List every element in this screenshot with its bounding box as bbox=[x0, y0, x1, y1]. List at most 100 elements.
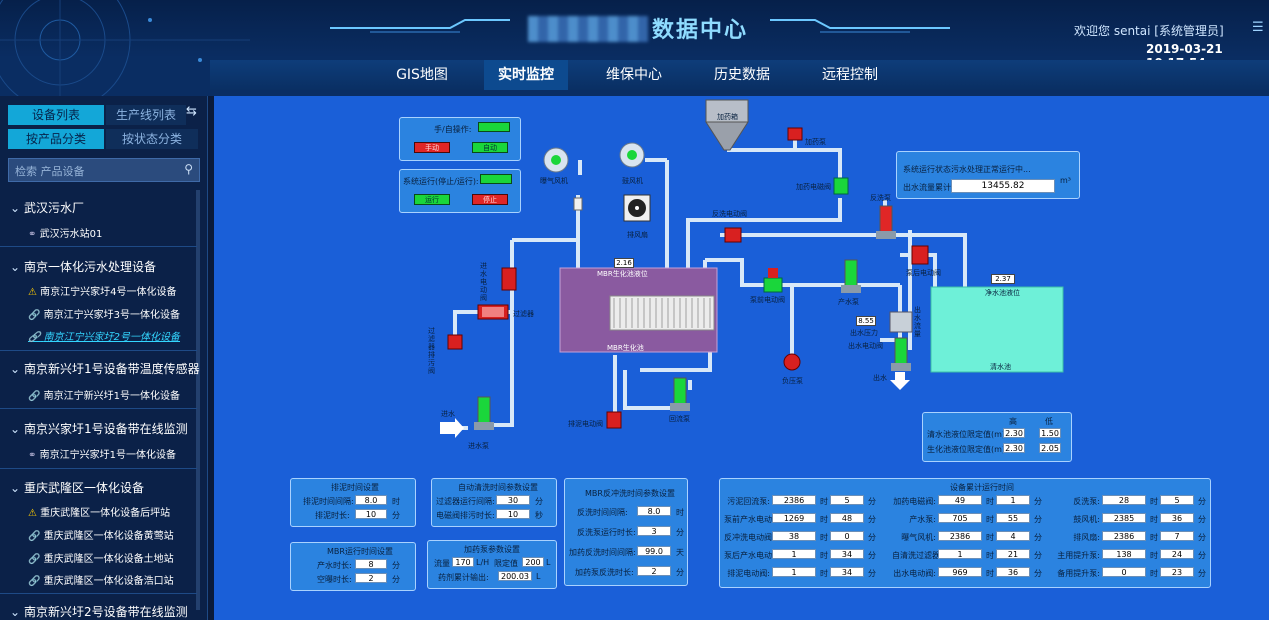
panel-title: 排泥时间设置 bbox=[331, 483, 379, 492]
link-icon: 🔗 bbox=[28, 310, 41, 321]
panel-title: MBR运行时间设置 bbox=[327, 547, 393, 556]
divider bbox=[0, 593, 197, 594]
label-dosing-backwash-interval: 加药反洗时间间隔: bbox=[569, 548, 636, 557]
sludge-interval-input[interactable]: 8.0 bbox=[355, 495, 387, 505]
nav-maintenance[interactable]: 维保中心 bbox=[606, 67, 662, 83]
runtime-minutes: 5 bbox=[830, 495, 864, 505]
nav-remote[interactable]: 远程控制 bbox=[822, 67, 878, 83]
tree-item[interactable]: 🔗 南京江宁兴家圩3号一体化设备 bbox=[28, 310, 181, 321]
unit: 时 bbox=[1150, 551, 1158, 560]
tree-group[interactable]: ⌄南京兴家圩1号设备带在线监测 bbox=[10, 422, 188, 436]
unit: L bbox=[536, 572, 541, 581]
menu-icon[interactable]: ☰ bbox=[1252, 20, 1264, 35]
unit: 分 bbox=[392, 575, 400, 584]
backwash-duration-input[interactable]: 3 bbox=[637, 526, 671, 536]
bio-limit-low[interactable]: 2.05 bbox=[1039, 443, 1061, 453]
unit: 时 bbox=[820, 533, 828, 542]
clean-limit-high[interactable]: 2.30 bbox=[1003, 428, 1025, 438]
idle-aeration-input[interactable]: 2 bbox=[355, 573, 387, 583]
chevron-down-icon: ⌄ bbox=[10, 362, 21, 376]
runtime-minutes: 55 bbox=[996, 513, 1030, 523]
stop-button[interactable]: 停止 bbox=[472, 194, 508, 205]
system-run-indicator bbox=[480, 174, 512, 184]
chevron-down-icon: ⌄ bbox=[10, 260, 21, 274]
tree-item[interactable]: ⚭ 南京江宁兴家圩1号一体化设备 bbox=[28, 450, 176, 461]
tree-item[interactable]: 🔗 重庆武隆区一体化设备土地站 bbox=[28, 554, 174, 565]
runtime-label: 备用提升泵: bbox=[1057, 569, 1100, 578]
tree-item[interactable]: 🔗 南京江宁新兴圩1号一体化设备 bbox=[28, 391, 181, 402]
tree-item[interactable]: 🔗 重庆武隆区一体化设备黄莺站 bbox=[28, 531, 174, 542]
panel-title: 自动清洗时间参数设置 bbox=[458, 483, 538, 492]
panel-title: MBR反冲洗时间参数设置 bbox=[585, 489, 675, 498]
search-input[interactable]: 检索 产品设备 ⚲ bbox=[8, 158, 200, 182]
dosing-flow-input[interactable]: 170 bbox=[452, 557, 474, 567]
label-clean-limit: 清水池液位限定值(m): bbox=[927, 430, 1008, 439]
nav-history[interactable]: 历史数据 bbox=[714, 67, 770, 83]
backwash-interval-input[interactable]: 8.0 bbox=[637, 506, 671, 516]
tree-group[interactable]: ⌄重庆武隆区一体化设备 bbox=[10, 481, 145, 495]
outlet-pump-icon bbox=[891, 337, 911, 371]
tree-item[interactable]: ⚠ 南京江宁兴家圩4号一体化设备 bbox=[28, 287, 177, 298]
state-value: 污水处理正常运行中... bbox=[951, 165, 1031, 174]
manual-button[interactable]: 手动 bbox=[414, 142, 450, 153]
unit: 分 bbox=[392, 511, 400, 520]
dosing-backwash-interval-input[interactable]: 99.0 bbox=[637, 546, 671, 556]
dosing-total-value: 200.03 bbox=[498, 571, 532, 581]
chevron-down-icon: ⌄ bbox=[10, 422, 21, 436]
inlet-pump-icon bbox=[474, 396, 494, 430]
nav-gis[interactable]: GIS地图 bbox=[396, 67, 448, 83]
tree-item-selected[interactable]: 🔗 南京江宁兴家圩2号一体化设备 bbox=[28, 332, 181, 343]
warning-icon: ⚠ bbox=[28, 508, 37, 519]
runtime-minutes: 4 bbox=[996, 531, 1030, 541]
welcome-user[interactable]: 欢迎您 sentai [系统管理员] bbox=[1074, 24, 1224, 38]
search-icon[interactable]: ⚲ bbox=[184, 162, 193, 176]
tab-by-status[interactable]: 按状态分类 bbox=[106, 129, 198, 149]
tree-group[interactable]: ⌄南京一体化污水处理设备 bbox=[10, 260, 157, 274]
label-dosing-total: 药剂累计输出: bbox=[438, 573, 489, 582]
valve-drain-input[interactable]: 10 bbox=[496, 509, 530, 519]
unit: 时 bbox=[392, 497, 400, 506]
tree-group[interactable]: ⌄南京新兴圩2号设备带在线监测 bbox=[10, 605, 188, 619]
label-return-pump: 回流泵 bbox=[669, 415, 690, 423]
nav-realtime[interactable]: 实时监控 bbox=[484, 60, 568, 90]
level-limit-panel: 高 低 清水池液位限定值(m): 2.30 1.50 生化池液位限定值(m): … bbox=[922, 412, 1072, 462]
sidebar-scrollbar[interactable] bbox=[196, 190, 200, 610]
label-clean-tank: 清水池 bbox=[990, 363, 1011, 371]
runtime-hours: 1 bbox=[772, 549, 816, 559]
unit: 分 bbox=[868, 515, 876, 524]
unit: 秒 bbox=[535, 511, 543, 520]
auto-button[interactable]: 自动 bbox=[472, 142, 508, 153]
filter-interval-input[interactable]: 30 bbox=[496, 495, 530, 505]
label-mbr-tank: MBR生化池 bbox=[607, 344, 644, 352]
divider bbox=[0, 468, 197, 469]
runtime-minutes: 34 bbox=[830, 549, 864, 559]
unit: L bbox=[546, 558, 551, 567]
dosing-valve-icon bbox=[833, 177, 849, 195]
product-duration-input[interactable]: 8 bbox=[355, 559, 387, 569]
tree-item[interactable]: ⚠ 重庆武隆区一体化设备后坪站 bbox=[28, 508, 171, 519]
tree-item[interactable]: 🔗 重庆武隆区一体化设备浩口站 bbox=[28, 576, 174, 587]
dosing-backwash-duration-input[interactable]: 2 bbox=[637, 566, 671, 576]
unit: 分 bbox=[868, 497, 876, 506]
runtime-hours: 138 bbox=[1102, 549, 1146, 559]
swap-icon[interactable]: ⇆ bbox=[186, 104, 197, 119]
panel-title: 加药泵参数设置 bbox=[464, 545, 520, 554]
tab-line-list[interactable]: 生产线列表 bbox=[106, 105, 186, 125]
label-valve-drain: 电磁阀排污时长: bbox=[436, 511, 495, 520]
tab-device-list[interactable]: 设备列表 bbox=[8, 105, 104, 125]
label-exhaust-fan: 排风扇 bbox=[627, 231, 648, 239]
tree-group[interactable]: ⌄南京新兴圩1号设备带温度传感器 bbox=[10, 362, 200, 376]
label-pump-front-valve: 泵前电动阀 bbox=[750, 296, 785, 304]
bio-limit-high[interactable]: 2.30 bbox=[1003, 443, 1025, 453]
tree-group[interactable]: ⌄武汉污水厂 bbox=[10, 201, 85, 215]
dosing-limit-input[interactable]: 200 bbox=[522, 557, 544, 567]
tree-item[interactable]: ⚭ 武汉污水站01 bbox=[28, 229, 103, 240]
tab-by-product[interactable]: 按产品分类 bbox=[8, 129, 104, 149]
clean-limit-low[interactable]: 1.50 bbox=[1039, 428, 1061, 438]
sludge-duration-input[interactable]: 10 bbox=[355, 509, 387, 519]
label-idle-aeration: 空曝时长: bbox=[317, 575, 352, 584]
runtime-hours: 1269 bbox=[772, 513, 816, 523]
run-button[interactable]: 运行 bbox=[414, 194, 450, 205]
top-nav: GIS地图 实时监控 维保中心 历史数据 远程控制 bbox=[210, 60, 1269, 90]
title-right-decoration-icon bbox=[770, 19, 950, 33]
